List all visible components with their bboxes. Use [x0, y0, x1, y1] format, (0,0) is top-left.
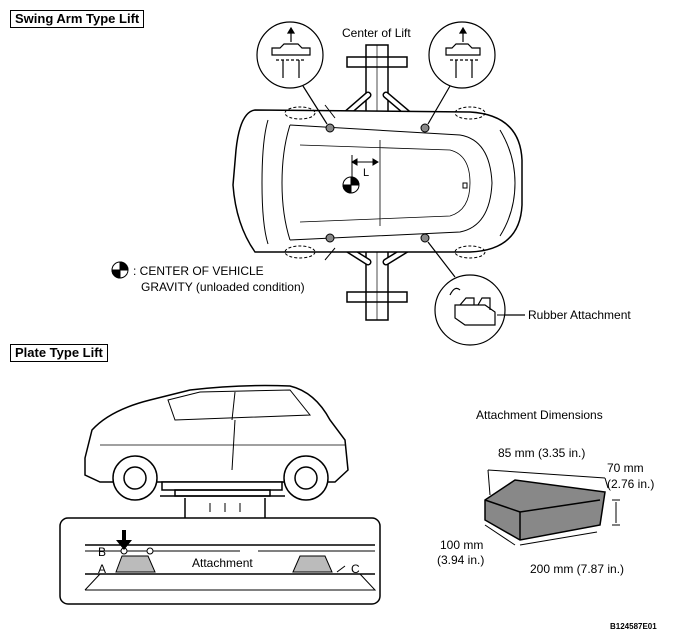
callout-right: [427, 21, 496, 125]
figure-code: B124587E01: [610, 622, 657, 631]
point-c-label: C: [351, 562, 360, 576]
attachment-block: [484, 469, 620, 546]
cog-legend-line2: GRAVITY (unloaded condition): [141, 280, 305, 294]
plate-lift-section-title: Plate Type Lift: [10, 344, 108, 362]
width-dimension-label: 85 mm (3.35 in.): [498, 446, 586, 460]
point-b-label: B: [98, 545, 107, 559]
height-mm-label: 70 mm: [607, 461, 644, 475]
cog-marker: [342, 176, 360, 194]
swing-arm-section-title: Swing Arm Type Lift: [10, 10, 145, 28]
cog-legend-line1: : CENTER OF VEHICLE: [133, 264, 264, 278]
center-of-lift-label: Center of Lift: [342, 26, 411, 40]
car-top-view: [232, 104, 523, 261]
attachment-dimensions-title: Attachment Dimensions: [476, 408, 603, 422]
plate-lift-rails: [160, 495, 285, 518]
callout-left: [256, 21, 328, 125]
length-label: L: [363, 167, 370, 179]
length-dimension: [351, 155, 379, 182]
lift-points: [325, 123, 430, 243]
depth-in-label: (3.94 in.): [437, 553, 485, 567]
car-side-view: [84, 384, 349, 501]
length-dimension-label: 200 mm (7.87 in.): [530, 562, 625, 576]
cog-legend-icon: [111, 261, 129, 279]
height-in-label: (2.76 in.): [607, 477, 655, 491]
rubber-attachment-label: Rubber Attachment: [528, 308, 631, 322]
depth-mm-label: 100 mm: [440, 538, 484, 552]
callout-rubber-attachment: [427, 241, 525, 346]
point-a-label: A: [98, 562, 107, 576]
attachment-label: Attachment: [190, 556, 255, 570]
